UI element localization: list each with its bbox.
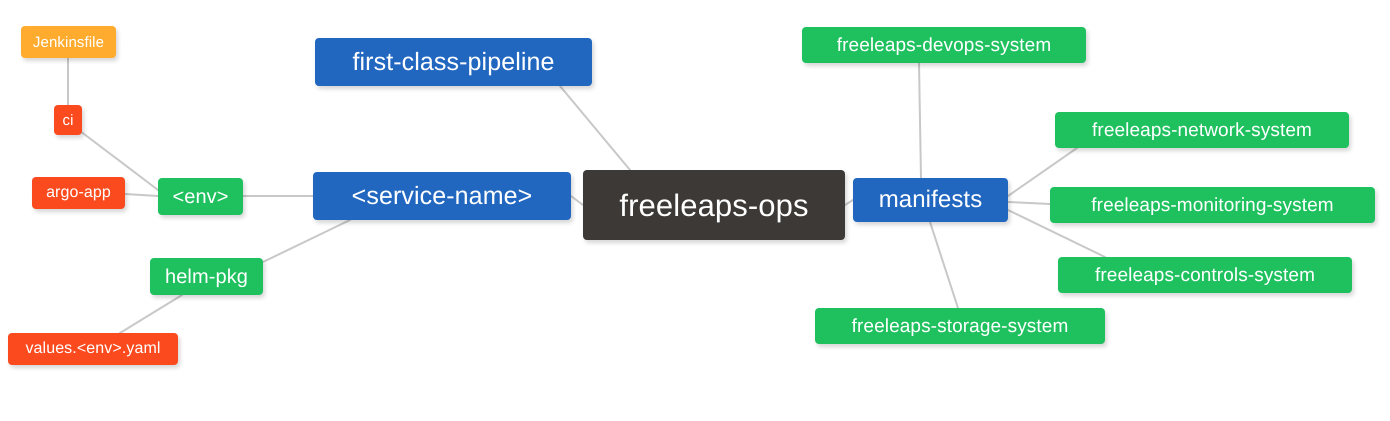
node-label-helm-pkg: helm-pkg	[164, 265, 249, 288]
node-jenkinsfile[interactable]: Jenkinsfile	[21, 26, 116, 58]
node-first-class-pipeline[interactable]: first-class-pipeline	[315, 38, 592, 86]
node-ci[interactable]: ci	[54, 105, 82, 135]
node-label-ci: ci	[62, 111, 74, 129]
node-label-freeleaps-monitoring-system: freeleaps-monitoring-system	[1091, 194, 1334, 216]
node-argo-app[interactable]: argo-app	[32, 177, 125, 209]
edge-manifests-to-freeleaps-devops-system	[918, 62, 922, 179]
node-label-manifests: manifests	[878, 186, 983, 213]
node-label-env: <env>	[172, 185, 229, 208]
node-freeleaps-controls-system[interactable]: freeleaps-controls-system	[1058, 257, 1352, 293]
node-label-jenkinsfile: Jenkinsfile	[32, 33, 105, 51]
node-label-values-env-yaml: values.<env>.yaml	[25, 340, 161, 357]
node-label-freeleaps-controls-system: freeleaps-controls-system	[1094, 264, 1316, 286]
node-service-name[interactable]: <service-name>	[313, 172, 571, 220]
edge-manifests-to-freeleaps-storage-system	[929, 221, 959, 309]
node-values-env-yaml[interactable]: values.<env>.yaml	[8, 333, 178, 365]
edge-helm-pkg-to-values-env-yaml	[119, 294, 183, 334]
node-label-freeleaps-network-system: freeleaps-network-system	[1092, 119, 1312, 141]
node-freeleaps-network-system[interactable]: freeleaps-network-system	[1055, 112, 1349, 148]
node-manifests[interactable]: manifests	[853, 178, 1008, 222]
node-freeleaps-devops-system[interactable]: freeleaps-devops-system	[802, 27, 1086, 63]
edge-env-to-argo-app	[124, 193, 159, 197]
node-freeleaps-ops[interactable]: freeleaps-ops	[583, 170, 845, 240]
node-label-first-class-pipeline: first-class-pipeline	[352, 47, 555, 76]
node-label-freeleaps-ops: freeleaps-ops	[619, 187, 809, 223]
node-freeleaps-storage-system[interactable]: freeleaps-storage-system	[815, 308, 1105, 344]
node-env[interactable]: <env>	[158, 178, 243, 215]
edge-freeleaps-ops-to-service-name	[570, 195, 584, 206]
node-label-freeleaps-devops-system: freeleaps-devops-system	[836, 34, 1052, 56]
node-freeleaps-monitoring-system[interactable]: freeleaps-monitoring-system	[1050, 187, 1375, 223]
node-helm-pkg[interactable]: helm-pkg	[150, 258, 263, 295]
edge-freeleaps-ops-to-manifests	[844, 199, 854, 206]
node-label-argo-app: argo-app	[46, 184, 111, 201]
edge-service-name-to-helm-pkg	[262, 219, 351, 263]
edge-freeleaps-ops-to-first-class-pipeline	[559, 85, 631, 171]
node-label-freeleaps-storage-system: freeleaps-storage-system	[851, 315, 1069, 337]
node-label-service-name: <service-name>	[351, 181, 533, 210]
edge-manifests-to-freeleaps-monitoring-system	[1007, 201, 1051, 205]
